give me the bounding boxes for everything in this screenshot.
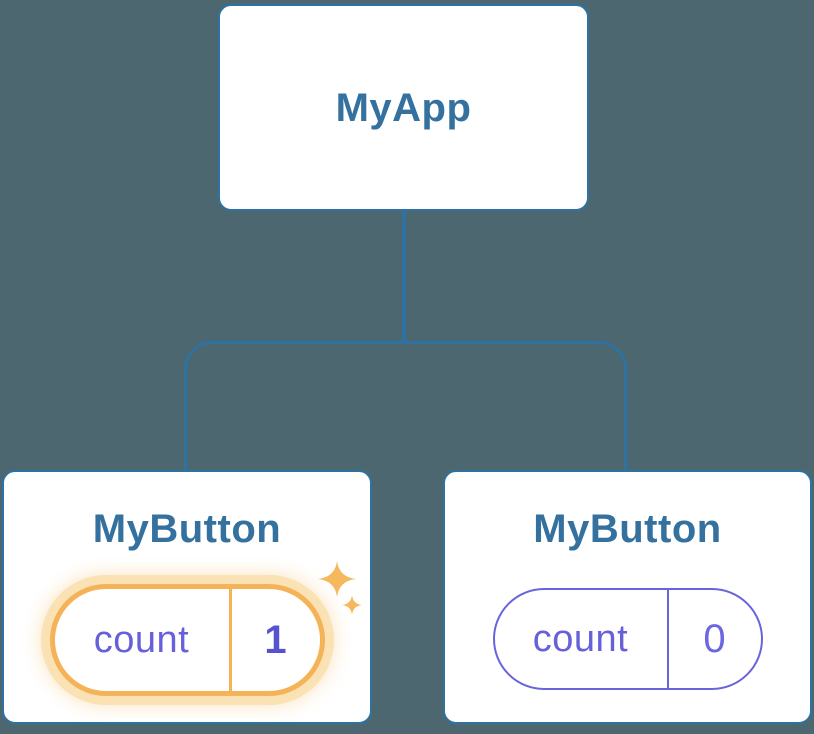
state-value: 1: [264, 617, 287, 662]
state-key-label: count: [93, 618, 190, 661]
node-mybutton-right: MyButton count 0: [443, 470, 812, 724]
node-mybutton-left: MyButton count 1: [2, 470, 372, 724]
state-pill-plain: count 0: [492, 588, 763, 690]
node-title: MyButton: [533, 507, 722, 551]
state-value: 0: [703, 616, 726, 661]
pill-divider: [228, 589, 232, 691]
node-title: MyButton: [92, 507, 282, 551]
sparkles-icon: [318, 561, 362, 615]
connector-root-stem: [402, 209, 406, 343]
pill-divider: [666, 590, 669, 688]
state-key-label: count: [532, 617, 629, 660]
node-title: MyApp: [335, 85, 472, 130]
state-pill-highlighted: count 1: [49, 584, 325, 696]
node-myapp: MyApp: [218, 4, 589, 211]
connector-branch-bracket: [184, 341, 627, 472]
